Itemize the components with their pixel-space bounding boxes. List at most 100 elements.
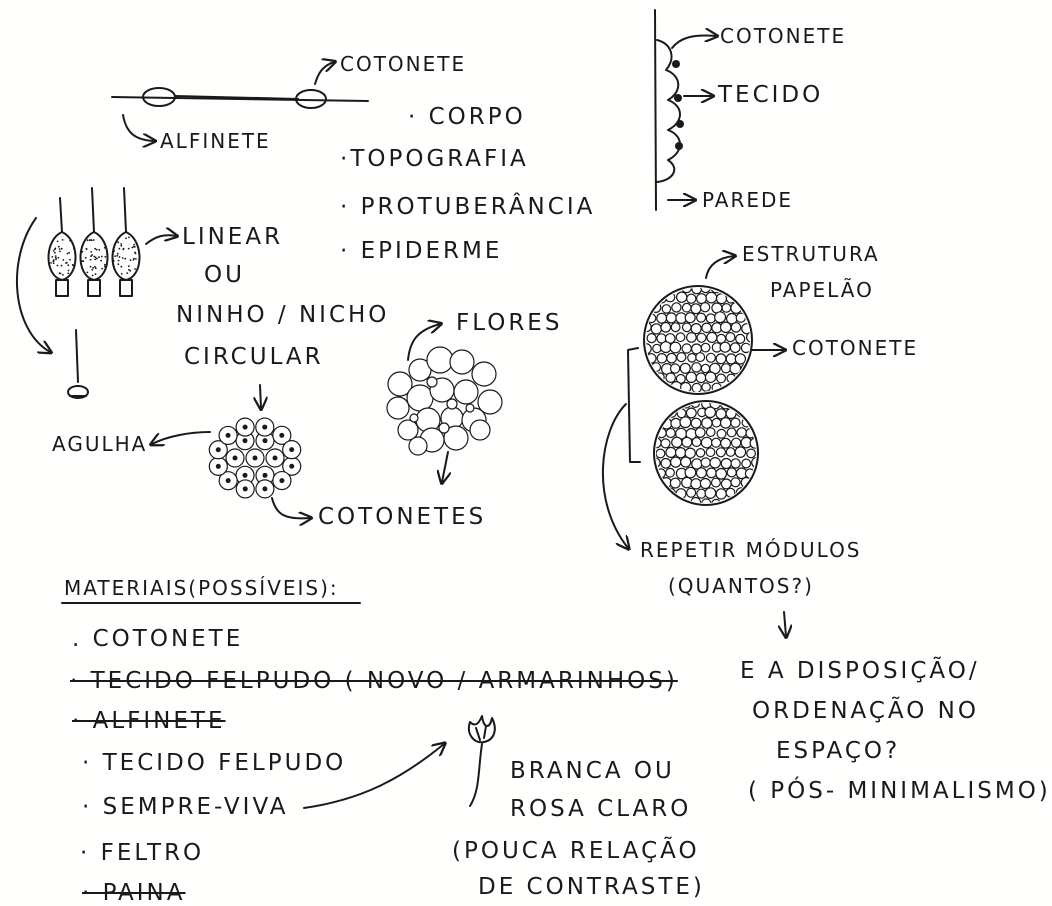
flowers-drawing xyxy=(387,324,502,482)
arrow-to-linear xyxy=(146,235,176,244)
flower-bud xyxy=(439,423,449,433)
label-linear: LINEAR xyxy=(182,226,283,249)
concept-epiderme: · EPIDERME xyxy=(340,240,502,263)
module-cotonete xyxy=(692,438,701,447)
stipple-dot xyxy=(54,252,56,254)
module-cotonete xyxy=(662,305,670,313)
nest-cotonete-center xyxy=(216,464,221,469)
module-cotonete xyxy=(731,323,740,332)
nest-cotonete-center xyxy=(216,447,221,452)
module-cotonete xyxy=(682,437,692,447)
module-cotonete xyxy=(671,418,681,428)
stipple-dot xyxy=(117,253,119,255)
module-cotonete xyxy=(732,438,741,447)
label-ou: OU xyxy=(204,264,245,287)
module-cotonete xyxy=(705,488,716,499)
module-cotonete xyxy=(676,333,685,342)
material-item: · SEMPRE-VIVA xyxy=(82,796,288,819)
module-cotonete xyxy=(692,363,701,372)
stipple-dot xyxy=(87,272,89,274)
stipple-dot xyxy=(60,273,62,275)
module-cotonete xyxy=(677,292,687,302)
module-cotonete xyxy=(666,447,676,457)
label-module-cotonete: COTONETE xyxy=(792,338,918,358)
stipple-dot xyxy=(53,262,55,264)
nest-cotonete-center xyxy=(226,433,231,438)
flower-note-line-4: DE CONTRASTE) xyxy=(478,876,705,899)
label-wall-parede: PAREDE xyxy=(702,190,793,210)
wall-section-drawing xyxy=(655,10,716,210)
flower-head xyxy=(454,380,478,404)
stipple-dot xyxy=(112,259,114,261)
module-cotonete xyxy=(717,294,727,304)
module-cotonete xyxy=(712,478,721,487)
module-cotonete xyxy=(680,363,690,373)
module-cotonete xyxy=(726,354,736,364)
label-cotonete-top: COTONETE xyxy=(340,54,466,74)
module-cotonete xyxy=(657,313,667,323)
stipple-dot xyxy=(90,251,92,253)
module-cotonete xyxy=(691,304,701,314)
stipple-dot xyxy=(133,244,135,246)
stipple-dot xyxy=(50,262,52,264)
stipple-dot xyxy=(61,248,63,250)
module-cotonete xyxy=(677,353,686,362)
stipple-dot xyxy=(128,265,130,267)
stipple-dot xyxy=(126,272,128,274)
module-cotonete xyxy=(712,438,721,447)
nest-cotonete-center xyxy=(226,478,231,483)
module-cotonete xyxy=(747,449,756,458)
stipple-dot xyxy=(104,266,106,268)
label-quantos: (QUANTOS?) xyxy=(668,576,814,596)
stipple-dot xyxy=(61,265,63,267)
arrow-to-agulha xyxy=(152,432,210,444)
module-cotonete xyxy=(720,342,730,352)
label-disposicao-2: ORDENAÇÃO NO xyxy=(752,700,979,723)
module-cotonete xyxy=(653,344,661,352)
module-cotonete xyxy=(730,363,741,374)
stipple-dot xyxy=(62,239,64,241)
concept-topografia: ·TOPOGRAFIA xyxy=(340,148,529,171)
flower-head xyxy=(450,350,474,374)
module-cotonete xyxy=(666,468,675,477)
module-cotonete xyxy=(705,407,716,418)
stipple-dot xyxy=(118,263,120,265)
module-cotonete xyxy=(702,499,711,508)
material-item-struck: · PAINA xyxy=(82,882,185,905)
module-cotonete xyxy=(736,313,745,322)
stipple-dot xyxy=(58,246,60,248)
material-item-struck: · ALFINETE xyxy=(72,710,226,733)
stipple-dot xyxy=(57,265,59,267)
module-cotonete xyxy=(671,364,680,373)
module-cotonete xyxy=(706,292,717,303)
material-item: · FELTRO xyxy=(80,842,204,865)
flower-head xyxy=(387,397,409,419)
stipple-dot xyxy=(118,260,120,262)
stipple-dot xyxy=(120,245,122,247)
flower-note-line-3: (POUCA RELAÇÃO xyxy=(452,840,700,863)
stipple-dot xyxy=(92,275,94,277)
module-cotonete xyxy=(657,354,666,363)
module-cotonete xyxy=(731,478,740,487)
module-cotonete xyxy=(735,354,745,364)
module-cotonete xyxy=(695,428,705,438)
module-cotonete xyxy=(670,342,681,353)
label-disposicao-1: E A DISPOSIÇÃO/ xyxy=(740,660,980,683)
stipple-dot xyxy=(120,243,122,245)
stipple-dot xyxy=(134,252,136,254)
module-cotonete xyxy=(671,323,680,332)
module-cotonete xyxy=(685,467,696,478)
module-cotonete xyxy=(735,447,745,457)
module-cotonete xyxy=(700,479,710,489)
module-cotonete xyxy=(647,334,656,343)
stipple-dot xyxy=(51,256,53,258)
nest-cotonete-center xyxy=(253,456,258,461)
module-cotonete xyxy=(670,478,680,488)
stipple-dot xyxy=(114,255,116,257)
materials-title: MATERIAIS(POSSÍVEIS): xyxy=(64,578,339,598)
module-cotonete xyxy=(727,428,736,437)
stipple-dot xyxy=(101,256,103,258)
module-cotonete xyxy=(737,428,746,437)
module-cotonete xyxy=(716,448,725,457)
stipple-dot xyxy=(90,259,92,261)
